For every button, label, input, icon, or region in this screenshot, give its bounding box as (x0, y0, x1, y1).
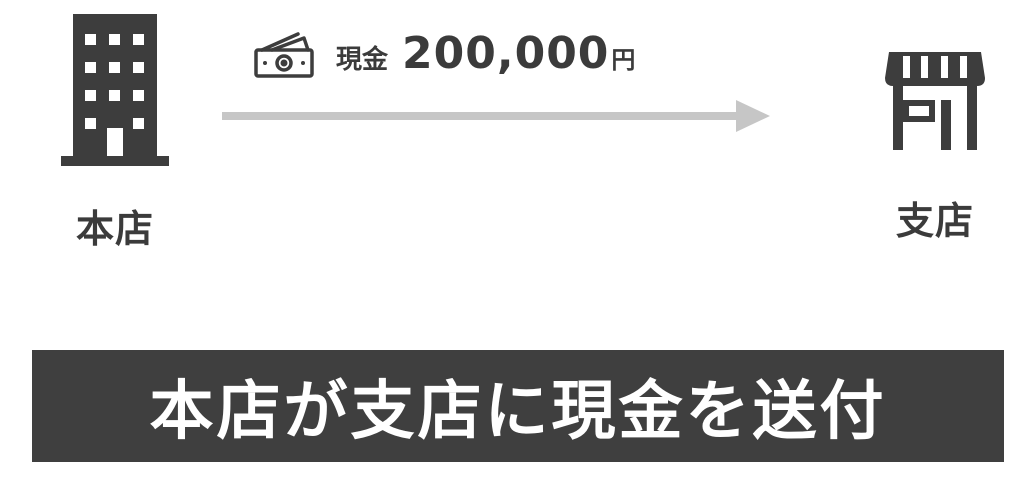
transfer-amount: 現金 200,000 円 (336, 28, 635, 79)
branch-office-label: 支店 (895, 199, 974, 243)
office-building-icon (61, 14, 169, 166)
caption-text: 本店が支店に現金を送付 (149, 375, 887, 449)
cash-label: 現金 (336, 44, 389, 75)
node-branch-office: 支店 (860, 44, 1010, 240)
amount-value: 200,000 (402, 27, 610, 79)
storefront-icon (885, 52, 985, 150)
node-head-office: 本店 (40, 10, 190, 248)
cash-bills-icon (254, 32, 314, 78)
currency-unit: 円 (611, 45, 636, 74)
transfer-annotation: 現金 200,000 円 (252, 26, 635, 80)
head-office-label: 本店 (75, 207, 154, 251)
transfer-arrow (222, 100, 770, 132)
caption-banner: 本店が支店に現金を送付 (32, 350, 1004, 462)
